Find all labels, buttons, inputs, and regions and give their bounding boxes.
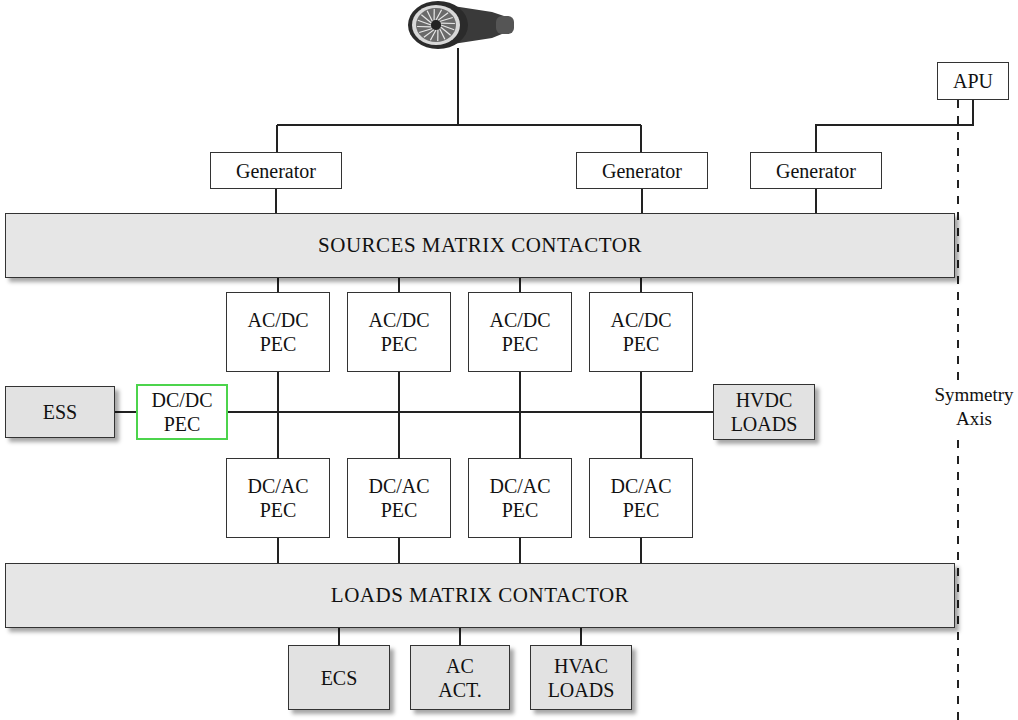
converter-box: AC/DC PEC: [226, 292, 330, 372]
node-text: AC/DC PEC: [606, 308, 676, 356]
node-text: Generator: [236, 159, 316, 183]
converter-box: DC/AC PEC: [347, 458, 451, 538]
bus-line: [399, 372, 400, 458]
bus-line: [642, 189, 643, 213]
node-text: DC/AC PEC: [485, 474, 555, 522]
bus-line: [339, 628, 340, 645]
bus-line: [278, 538, 279, 563]
node-text: DC/DC PEC: [147, 388, 217, 436]
node-text: SOURCES MATRIX CONTACTOR: [318, 233, 642, 258]
engine-shaft-line: [277, 48, 641, 152]
load-box: AC ACT.: [410, 645, 510, 710]
matrix-contactor-band: LOADS MATRIX CONTACTOR: [5, 563, 955, 628]
bus-line: [641, 372, 642, 458]
converter-box: DC/AC PEC: [589, 458, 693, 538]
converter-box: AC/DC PEC: [589, 292, 693, 372]
bus-line: [278, 372, 279, 458]
node-text: Generator: [776, 159, 856, 183]
node-text: HVAC LOADS: [546, 654, 616, 702]
load-box: HVAC LOADS: [530, 645, 632, 710]
generator-box: Generator: [210, 152, 342, 189]
bus-line: [816, 100, 973, 152]
node-text: DC/AC PEC: [606, 474, 676, 522]
bus-line: [278, 278, 279, 292]
node-text: ESS: [43, 400, 77, 424]
axis-label: Symmetry Axis: [926, 383, 1018, 431]
generator-box: Generator: [750, 152, 882, 189]
node-text: Generator: [602, 159, 682, 183]
bus-line: [581, 628, 582, 645]
bus-line: [399, 278, 400, 292]
node-text: ECS: [321, 666, 358, 690]
bus-line: [641, 278, 642, 292]
bus-line: [641, 538, 642, 563]
converter-box: DC/AC PEC: [468, 458, 572, 538]
node-text: AC/DC PEC: [485, 308, 555, 356]
node-text: DC/AC PEC: [243, 474, 313, 522]
node-text: LOADS MATRIX CONTACTOR: [331, 583, 629, 608]
node-text: AC ACT.: [430, 654, 490, 702]
generator-box: Generator: [576, 152, 708, 189]
bus-line: [276, 189, 277, 213]
bus-line: [460, 628, 461, 645]
load-box: ECS: [288, 645, 390, 710]
node-text: AC/DC PEC: [364, 308, 434, 356]
converter-box: AC/DC PEC: [468, 292, 572, 372]
converter-box: DC/AC PEC: [226, 458, 330, 538]
load-box: HVDC LOADS: [713, 384, 815, 440]
node-text: APU: [953, 69, 993, 93]
apu-box: APU: [937, 62, 1009, 100]
bus-line: [520, 278, 521, 292]
bus-line: [399, 538, 400, 563]
bus-line: [115, 412, 136, 413]
bus-line: [520, 538, 521, 563]
converter-box: DC/DC PEC: [136, 384, 228, 440]
matrix-contactor-band: SOURCES MATRIX CONTACTOR: [5, 213, 955, 278]
engine-illustration: [408, 1, 514, 49]
converter-box: AC/DC PEC: [347, 292, 451, 372]
node-text: HVDC LOADS: [729, 388, 799, 436]
bus-line: [816, 189, 817, 213]
storage-box: ESS: [5, 386, 115, 438]
node-text: DC/AC PEC: [364, 474, 434, 522]
node-text: AC/DC PEC: [243, 308, 313, 356]
bus-line: [520, 372, 521, 458]
